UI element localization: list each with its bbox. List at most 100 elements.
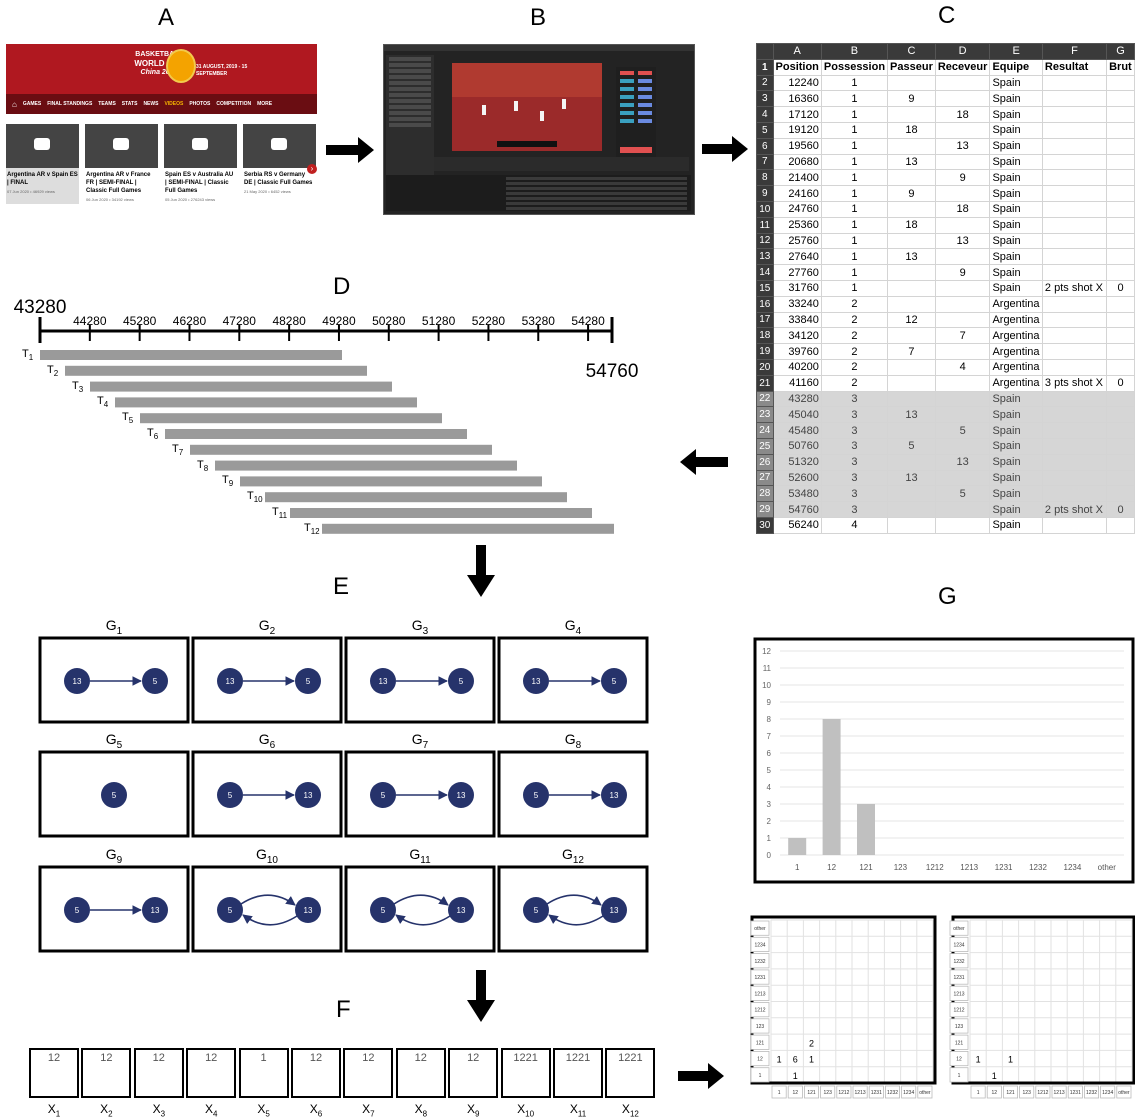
table-cell-res[interactable] bbox=[1041, 437, 1108, 455]
row-number[interactable]: 10 bbox=[756, 200, 774, 218]
video-thumbnail[interactable] bbox=[164, 124, 237, 168]
table-cell-brut[interactable] bbox=[1106, 437, 1135, 455]
table-cell-res[interactable] bbox=[1041, 406, 1108, 424]
next-arrow-icon[interactable]: › bbox=[307, 164, 317, 174]
software-timeline[interactable] bbox=[434, 157, 689, 171]
table-cell-team[interactable]: Spain bbox=[989, 469, 1043, 487]
column-letter[interactable]: F bbox=[1041, 43, 1108, 60]
column-header[interactable]: Receveur bbox=[934, 58, 991, 76]
row-number[interactable]: 23 bbox=[756, 406, 774, 424]
video-thumbnail[interactable] bbox=[243, 124, 316, 168]
nav-item[interactable]: COMPETITION bbox=[216, 101, 252, 107]
nav-item[interactable]: GAMES bbox=[22, 101, 42, 107]
table-cell-team[interactable]: Spain bbox=[989, 485, 1043, 503]
table-cell-pos[interactable]: 19120 bbox=[772, 121, 822, 139]
row-number[interactable]: 15 bbox=[756, 279, 774, 297]
table-cell-pas[interactable] bbox=[887, 516, 936, 534]
table-cell-poss[interactable]: 3 bbox=[820, 437, 889, 455]
row-number[interactable]: 4 bbox=[756, 106, 774, 123]
table-cell-pos[interactable]: 54760 bbox=[772, 501, 822, 518]
row-number[interactable]: 7 bbox=[756, 153, 774, 171]
table-cell-pos[interactable]: 33840 bbox=[772, 311, 822, 329]
nav-item[interactable]: MORE bbox=[257, 101, 273, 107]
table-cell-pos[interactable]: 56240 bbox=[772, 516, 822, 534]
video-thumbnail[interactable] bbox=[6, 124, 79, 168]
table-cell-pas[interactable]: 13 bbox=[887, 153, 936, 171]
table-cell-pos[interactable]: 43280 bbox=[772, 390, 822, 408]
table-cell-brut[interactable] bbox=[1106, 390, 1135, 408]
table-cell-brut[interactable] bbox=[1106, 485, 1135, 503]
table-cell-brut[interactable] bbox=[1106, 406, 1135, 424]
video-card[interactable]: Spain ES v Australia AU | SEMI-FINAL | C… bbox=[164, 124, 237, 204]
play-icon[interactable] bbox=[34, 138, 50, 150]
table-cell-team[interactable]: Spain bbox=[989, 216, 1043, 234]
table-cell-poss[interactable]: 3 bbox=[820, 469, 889, 487]
table-cell-pos[interactable]: 52600 bbox=[772, 469, 822, 487]
table-cell-pos[interactable]: 19560 bbox=[772, 137, 822, 155]
row-number[interactable]: 22 bbox=[756, 390, 774, 408]
table-cell-pas[interactable] bbox=[887, 390, 936, 408]
table-cell-pas[interactable]: 5 bbox=[887, 437, 936, 455]
home-icon[interactable]: ⌂ bbox=[12, 99, 17, 109]
table-cell-pos[interactable]: 45040 bbox=[772, 406, 822, 424]
column-letter[interactable] bbox=[756, 43, 774, 60]
table-cell-poss[interactable]: 3 bbox=[820, 422, 889, 439]
row-number[interactable]: 14 bbox=[756, 264, 774, 281]
table-cell-team[interactable]: Spain bbox=[989, 437, 1043, 455]
table-cell-team[interactable]: Spain bbox=[989, 453, 1043, 471]
table-cell-team[interactable]: Spain bbox=[989, 106, 1043, 123]
nav-item[interactable]: PHOTOS bbox=[189, 101, 211, 107]
table-cell-team[interactable]: Spain bbox=[989, 248, 1043, 266]
table-cell-team[interactable]: Argentina bbox=[989, 295, 1043, 313]
table-cell-rec[interactable] bbox=[934, 390, 991, 408]
play-icon[interactable] bbox=[113, 138, 129, 150]
match-video[interactable] bbox=[452, 63, 602, 151]
play-icon[interactable] bbox=[192, 138, 208, 150]
column-letter[interactable]: G bbox=[1106, 43, 1135, 60]
video-card[interactable]: Serbia RS v Germany DE | Classic Full Ga… bbox=[243, 124, 316, 204]
table-cell-pos[interactable]: 25360 bbox=[772, 216, 822, 234]
table-cell-team[interactable]: Spain bbox=[989, 74, 1043, 92]
table-cell-team[interactable]: Argentina bbox=[989, 327, 1043, 345]
table-cell-team[interactable]: Spain bbox=[989, 90, 1043, 108]
table-cell-pas[interactable] bbox=[887, 422, 936, 439]
table-cell-res[interactable] bbox=[1041, 516, 1108, 534]
table-cell-res[interactable] bbox=[1041, 485, 1108, 503]
table-cell-team[interactable]: Spain bbox=[989, 406, 1043, 424]
column-header[interactable]: Resultat bbox=[1041, 58, 1108, 76]
video-thumbnail[interactable] bbox=[85, 124, 158, 168]
row-number[interactable]: 2 bbox=[756, 74, 774, 92]
nav-item[interactable]: NEWS bbox=[143, 101, 159, 107]
row-number[interactable]: 6 bbox=[756, 137, 774, 155]
table-cell-pos[interactable]: 34120 bbox=[772, 327, 822, 345]
table-cell-poss[interactable]: 3 bbox=[820, 453, 889, 471]
table-cell-pas[interactable]: 13 bbox=[887, 469, 936, 487]
row-number[interactable]: 21 bbox=[756, 374, 774, 392]
table-cell-res[interactable]: 2 pts shot X bbox=[1041, 501, 1108, 518]
nav-item[interactable]: STATS bbox=[121, 101, 138, 107]
table-cell-rec[interactable]: 13 bbox=[934, 453, 991, 471]
table-cell-pas[interactable] bbox=[887, 501, 936, 518]
table-cell-pos[interactable]: 12240 bbox=[772, 74, 822, 92]
table-cell-team[interactable]: Spain bbox=[989, 169, 1043, 187]
table-cell-pas[interactable]: 18 bbox=[887, 121, 936, 139]
column-letter[interactable]: B bbox=[820, 43, 889, 60]
table-cell-brut[interactable] bbox=[1106, 453, 1135, 471]
column-letter[interactable]: D bbox=[934, 43, 991, 60]
table-cell-poss[interactable]: 2 bbox=[820, 358, 889, 376]
table-cell-rec[interactable] bbox=[934, 501, 991, 518]
table-cell-poss[interactable]: 4 bbox=[820, 516, 889, 534]
row-number[interactable]: 26 bbox=[756, 453, 774, 471]
column-letter[interactable]: E bbox=[989, 43, 1043, 60]
row-number[interactable]: 18 bbox=[756, 327, 774, 345]
table-cell-pos[interactable]: 51320 bbox=[772, 453, 822, 471]
table-cell-team[interactable]: Spain bbox=[989, 232, 1043, 250]
table-cell-brut[interactable]: 0 bbox=[1106, 279, 1135, 297]
table-cell-poss[interactable]: 3 bbox=[820, 485, 889, 503]
video-card[interactable]: Argentina AR v France FR | SEMI-FINAL | … bbox=[85, 124, 158, 204]
table-cell-res[interactable] bbox=[1041, 453, 1108, 471]
table-cell-team[interactable]: Spain bbox=[989, 516, 1043, 534]
table-cell-poss[interactable]: 3 bbox=[820, 390, 889, 408]
row-number[interactable]: 3 bbox=[756, 90, 774, 108]
row-number[interactable]: 13 bbox=[756, 248, 774, 266]
